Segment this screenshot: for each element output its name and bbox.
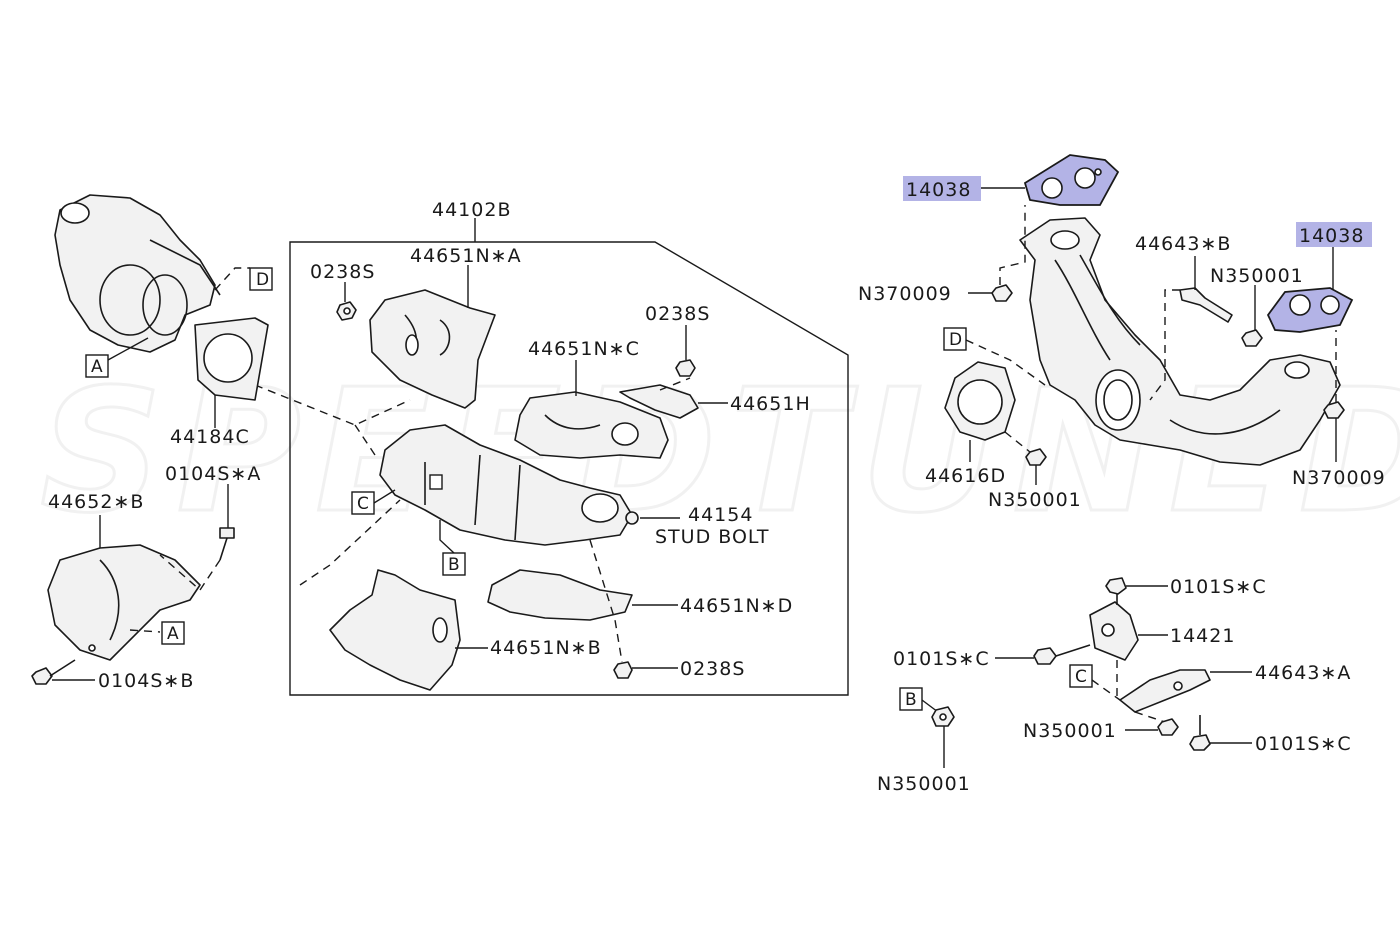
ref-center-leaders	[373, 489, 455, 554]
dash-c-right	[1091, 660, 1166, 723]
dash-c-ref	[354, 424, 376, 456]
ref-c-right-label: C	[1075, 667, 1087, 687]
label-0101s-c-left: 0101S∗C	[893, 648, 990, 670]
nut-n370009-left	[991, 284, 1013, 302]
nut-n350001-lower	[1157, 718, 1179, 736]
label-0104s-b: 0104S∗B	[98, 670, 194, 692]
ref-a-cover-label: A	[167, 624, 179, 644]
ref-box-d-left	[249, 267, 273, 291]
label-44154: 44154	[688, 504, 753, 526]
nut-n350001-top	[1241, 329, 1263, 347]
label-44651n-c: 44651N∗C	[528, 338, 640, 360]
ref-box-a-cover	[161, 621, 185, 645]
label-44651n-a: 44651N∗A	[410, 245, 522, 267]
label-44652-b: 44652∗B	[48, 491, 144, 513]
label-n370009-left: N370009	[858, 283, 952, 305]
label-14038-left: 14038	[906, 179, 971, 201]
ref-box-d-right	[943, 327, 967, 351]
bracket-14421	[1089, 601, 1139, 661]
highlight-14038-right	[1296, 222, 1372, 247]
dash-d-right	[965, 339, 1046, 386]
turbo-heat-cover	[47, 544, 201, 661]
label-44102b: 44102B	[432, 199, 511, 221]
turbocharger	[54, 194, 221, 353]
label-n370009-right: N370009	[1292, 467, 1386, 489]
label-n350001-lower: N350001	[1023, 720, 1117, 742]
dash-bracket-b	[1149, 289, 1180, 401]
turbo-gasket	[194, 317, 269, 401]
label-44651n-b: 44651N∗B	[490, 637, 602, 659]
dash-n350001-mid	[1004, 431, 1031, 453]
dash-a-cover	[129, 629, 161, 633]
label-14421: 14421	[1170, 625, 1235, 647]
ref-box-a-left	[85, 354, 109, 378]
label-44651h: 44651H	[730, 393, 811, 415]
heat-shield-a	[369, 289, 496, 409]
label-n350001-bottom: N350001	[877, 773, 971, 795]
bolt-0101s-c-bottom	[1189, 715, 1211, 751]
ref-box-c-right	[1069, 664, 1093, 688]
ref-b-right-label: B	[905, 690, 917, 710]
heat-shield-c	[514, 391, 669, 459]
bolt-0101s-c-left	[1033, 644, 1091, 665]
heat-shield-b	[329, 569, 461, 691]
assembly-frame	[289, 241, 849, 696]
nut-n370009-right	[1323, 401, 1345, 419]
ref-b-center-label: B	[448, 555, 460, 575]
nut-n350001-bottom	[931, 706, 955, 727]
nut-n350001-mid	[1025, 448, 1047, 466]
bolt-0104s-a	[219, 527, 235, 561]
label-0238s-right: 0238S	[645, 303, 710, 325]
bolt-0238s-top	[336, 301, 357, 321]
label-stud-bolt: STUD BOLT	[655, 526, 769, 548]
dash-d-left	[214, 267, 250, 291]
bolt-0238s-bottom	[613, 661, 633, 679]
dash-n370009-left	[999, 205, 1026, 285]
label-0101s-c-top: 0101S∗C	[1170, 576, 1267, 598]
label-0238s-top: 0238S	[310, 261, 375, 283]
label-44651n-d: 44651N∗D	[680, 595, 793, 617]
ref-a-left-label: A	[91, 357, 103, 377]
label-0238s-bottom: 0238S	[680, 658, 745, 680]
heat-shield-h	[619, 384, 699, 419]
dash-lower-left	[299, 499, 401, 586]
highlight-14038-left	[903, 176, 981, 201]
label-44616d: 44616D	[925, 465, 1006, 487]
bolt-0238s-right	[675, 359, 696, 377]
ref-c-center-label: C	[357, 494, 369, 514]
dash-bolt-bottom	[589, 539, 623, 663]
label-0101s-c-bottom: 0101S∗C	[1255, 733, 1352, 755]
label-44643-b: 44643∗B	[1135, 233, 1231, 255]
bracket-44643-b	[1179, 287, 1233, 323]
ref-box-b-right	[899, 687, 923, 711]
bolt-0101s-c-top	[1105, 577, 1127, 605]
heat-shield-d	[487, 569, 633, 621]
exhaust-manifold	[1019, 217, 1341, 466]
dash-bolt-right	[659, 377, 691, 391]
dash-a-center	[254, 384, 411, 426]
catalytic-converter	[379, 424, 639, 546]
bracket-44643-a	[1119, 669, 1211, 713]
label-n350001-mid: N350001	[988, 489, 1082, 511]
label-14038-right: 14038	[1299, 225, 1364, 247]
label-n350001-top: N350001	[1210, 265, 1304, 287]
ref-d-right-label: D	[949, 330, 962, 350]
ref-d-left-label: D	[256, 270, 269, 290]
cat-tag	[429, 474, 443, 490]
gasket-14038-left	[1023, 154, 1120, 206]
ref-a-left-leader	[107, 337, 149, 361]
label-0104s-a: 0104S∗A	[165, 463, 261, 485]
bolt-0104s-b	[31, 659, 76, 685]
dash-bolt-a	[159, 554, 221, 592]
gasket-14038-right	[1266, 287, 1354, 333]
label-44643-a: 44643∗A	[1255, 662, 1351, 684]
label-44184c: 44184C	[170, 426, 250, 448]
